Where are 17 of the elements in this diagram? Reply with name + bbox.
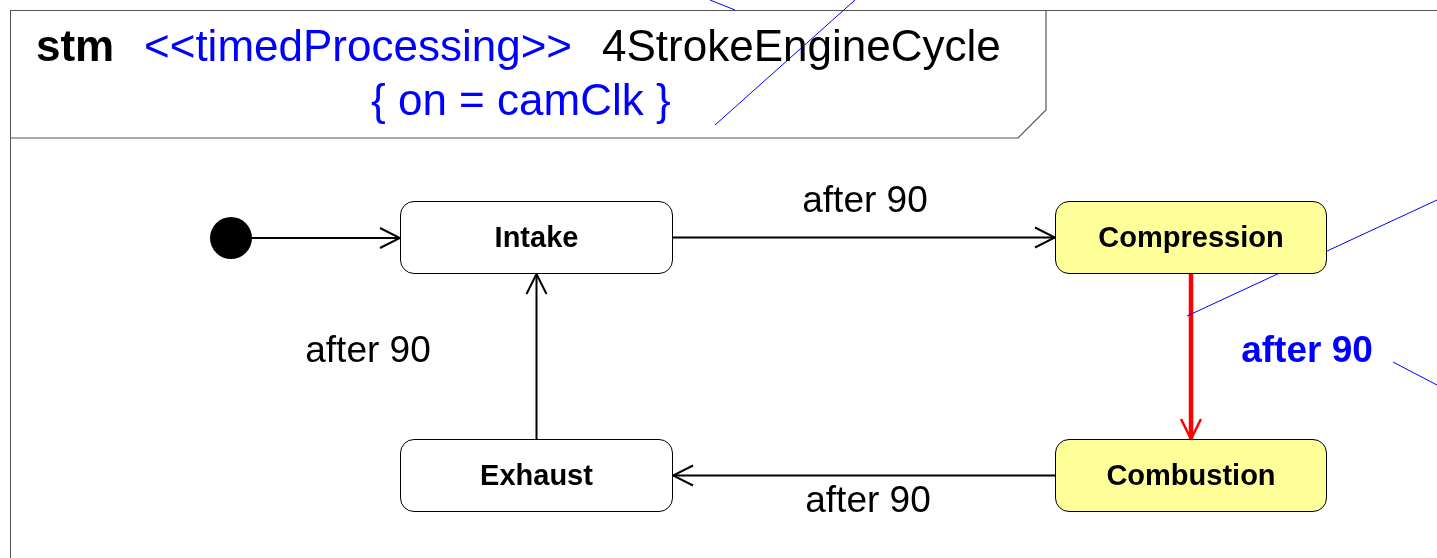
- state-box: [400, 201, 673, 274]
- transition-arrow: [251, 227, 401, 249]
- state-box: [1055, 201, 1327, 274]
- state-name: Compression: [1098, 221, 1284, 254]
- state-box: [1055, 439, 1327, 512]
- transition-arrow: [525, 273, 548, 440]
- diagram-kind: stm: [36, 21, 115, 71]
- constraint-text: { on = camClk }: [371, 75, 671, 125]
- transition-arrow: [672, 464, 1056, 487]
- transition-arrow: [1179, 274, 1203, 441]
- state-name: Combustion: [1106, 459, 1276, 492]
- stereotype-text: <<timedProcessing>>: [144, 21, 573, 71]
- state-name: Exhaust: [480, 459, 593, 492]
- state-box: [400, 439, 673, 512]
- initial-state-dot: [210, 217, 252, 259]
- state-name: Intake: [494, 221, 579, 254]
- transition-arrow: [672, 226, 1056, 249]
